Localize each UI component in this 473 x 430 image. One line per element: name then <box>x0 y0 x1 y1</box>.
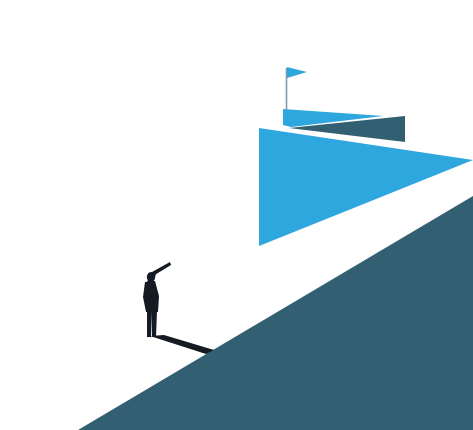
path-segment-large <box>259 128 473 246</box>
telescope-icon <box>152 262 171 276</box>
goal-flag <box>285 67 307 110</box>
flag-cloth <box>287 67 307 78</box>
businessman-with-telescope <box>143 262 171 337</box>
path-segment-middle <box>289 116 405 142</box>
figure-shadow <box>150 335 214 354</box>
figure-right-leg <box>152 311 157 337</box>
path-segment-top <box>283 109 383 127</box>
figure-torso <box>143 281 159 312</box>
mountain-slope <box>78 196 473 430</box>
figure-left-leg <box>147 311 152 337</box>
